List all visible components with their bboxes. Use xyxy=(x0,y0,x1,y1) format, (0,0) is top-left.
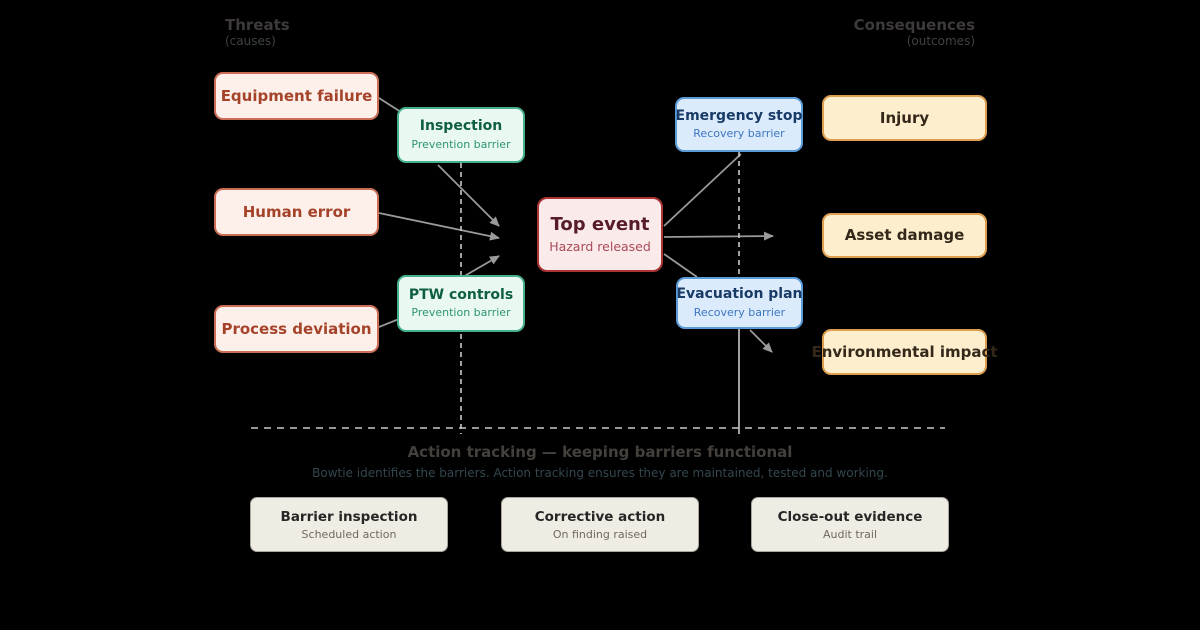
consequences-subheader: (outcomes) xyxy=(906,34,975,48)
arrow-evacuation-plan-to-environmental-impact xyxy=(749,329,773,353)
threat-box-human-error: Human error xyxy=(214,188,379,236)
prevention-barrier-box-ptw-controls: PTW controls Prevention barrier xyxy=(397,275,525,332)
threat-box-equipment-failure: Equipment failure xyxy=(214,72,379,120)
action-card-title: Corrective action xyxy=(534,508,666,525)
barrier-subtitle: Prevention barrier xyxy=(411,306,511,320)
action-card-subtitle: Scheduled action xyxy=(301,527,397,541)
threats-header: Threats xyxy=(225,16,290,34)
consequences-header: Consequences xyxy=(853,16,975,34)
barrier-title: PTW controls xyxy=(408,286,514,303)
arrow-inspection-to-top-event xyxy=(437,164,500,227)
action-card-subtitle: On finding raised xyxy=(552,527,648,541)
action-card-barrier-inspection: Barrier inspection Scheduled action xyxy=(250,497,448,552)
action-card-close-out-evidence: Close-out evidence Audit trail xyxy=(751,497,949,552)
threats-subheader: (causes) xyxy=(225,34,276,48)
threat-box-process-deviation: Process deviation xyxy=(214,305,379,353)
barrier-title: Evacuation plan xyxy=(676,286,803,303)
action-card-title: Close-out evidence xyxy=(777,508,923,525)
barrier-title: Inspection xyxy=(419,118,503,135)
top-event-title: Top event xyxy=(550,213,650,235)
top-event-subtitle: Hazard released xyxy=(549,239,651,255)
arrow-top-event-to-asset-damage xyxy=(663,231,774,241)
consequence-box-environmental-impact: Environmental impact xyxy=(811,329,998,375)
barrier-title: Emergency stop xyxy=(675,107,803,124)
recovery-barrier-box-evacuation-plan: Evacuation plan Recovery barrier xyxy=(676,277,803,329)
threat-label: Process deviation xyxy=(221,319,372,338)
action-tracking-subtitle: Bowtie identifies the barriers. Action t… xyxy=(312,466,888,480)
consequence-box-asset-damage: Asset damage xyxy=(822,213,987,258)
recovery-barrier-box-emergency-stop: Emergency stop Recovery barrier xyxy=(675,97,803,152)
barrier-subtitle: Prevention barrier xyxy=(411,137,511,151)
consequence-label: Injury xyxy=(879,108,930,127)
consequence-label: Asset damage xyxy=(844,226,965,245)
barrier-subtitle: Recovery barrier xyxy=(693,305,786,319)
action-tracking-title: Action tracking — keeping barriers funct… xyxy=(407,443,793,461)
consequence-box-injury: Injury xyxy=(822,95,987,141)
action-card-corrective-action: Corrective action On finding raised xyxy=(501,497,699,552)
action-card-title: Barrier inspection xyxy=(280,508,418,525)
prevention-barrier-box-inspection: Inspection Prevention barrier xyxy=(397,107,525,163)
connector-top-event-to-evacuation-plan xyxy=(663,253,698,278)
consequence-label: Environmental impact xyxy=(811,342,998,361)
barrier-subtitle: Recovery barrier xyxy=(693,127,785,141)
top-event-box: Top event Hazard released xyxy=(537,197,663,272)
arrow-human-error-to-top-event xyxy=(378,212,500,241)
action-card-subtitle: Audit trail xyxy=(822,527,878,541)
connector-top-event-to-emergency-stop xyxy=(663,153,742,227)
threat-label: Human error xyxy=(242,202,351,221)
threat-label: Equipment failure xyxy=(220,86,373,105)
